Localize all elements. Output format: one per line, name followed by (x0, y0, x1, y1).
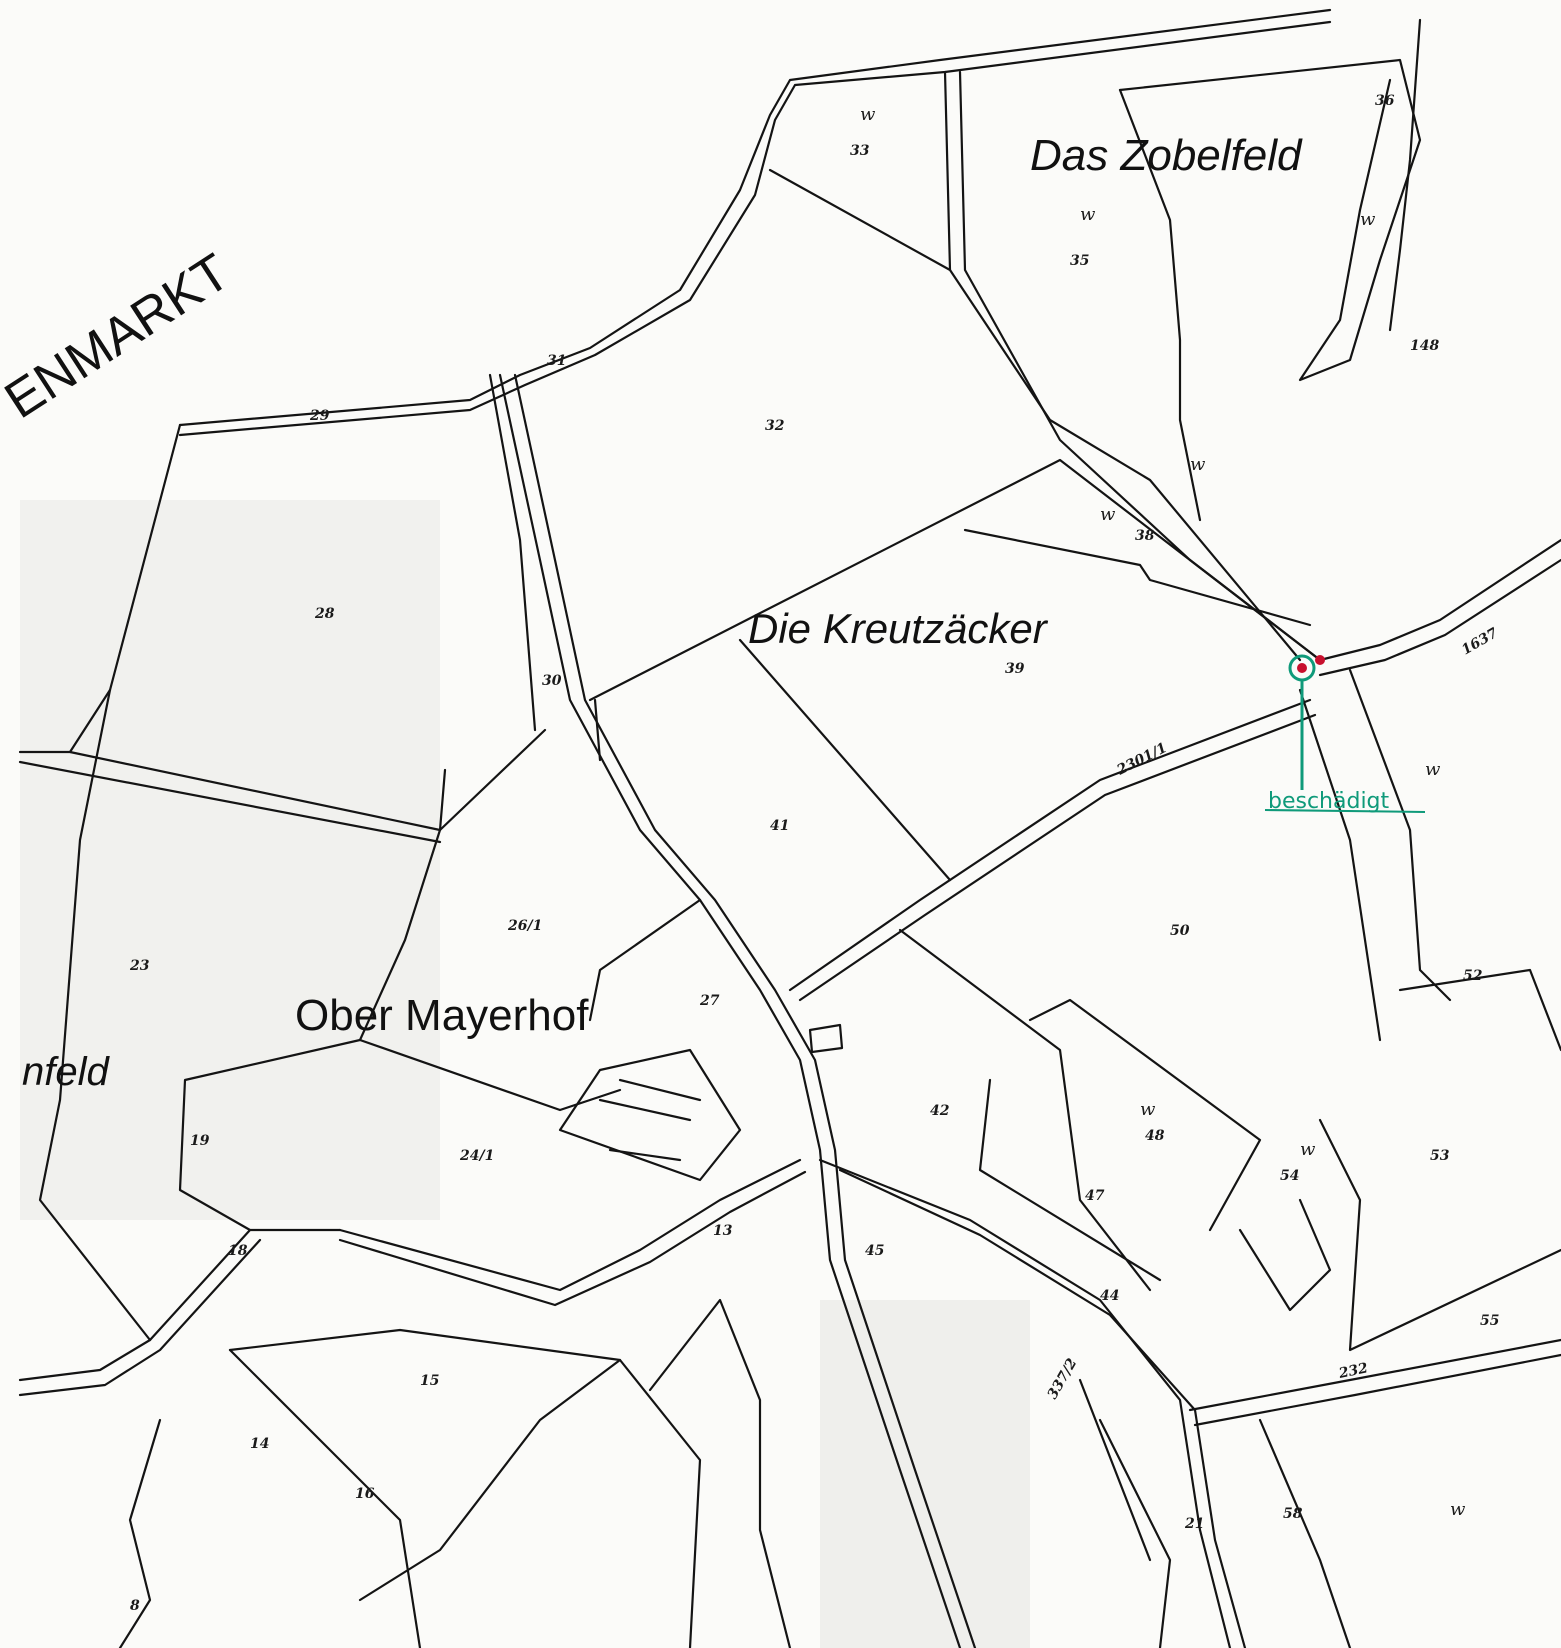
field-symbol: w (1300, 1139, 1316, 1160)
region-label-markt: ENMARKT (0, 243, 240, 430)
parcel-number: 27 (699, 993, 720, 1009)
parcel-number: 21 (1184, 1516, 1204, 1532)
parcel-number: 52 (1463, 968, 1483, 984)
parcel-number: 39 (1005, 661, 1025, 677)
faded-scan-area (20, 500, 440, 1220)
parcel-number: 148 (1410, 338, 1439, 354)
parcel-number: 53 (1430, 1148, 1450, 1164)
parcel-number: 8 (130, 1598, 140, 1614)
parcel-number: 54 (1280, 1168, 1299, 1184)
parcel-number: 38 (1135, 528, 1155, 544)
parcel-number: 33 (850, 143, 870, 159)
parcel-number: 42 (930, 1103, 950, 1119)
parcel-number: 44 (1100, 1288, 1119, 1304)
parcel-number: 48 (1145, 1128, 1165, 1144)
parcel-number: 23 (129, 958, 150, 974)
field-symbol: w (1100, 504, 1116, 525)
region-label-feld: nfeld (22, 1050, 110, 1094)
region-label-kreutzaecker: Die Kreutzäcker (748, 605, 1049, 652)
road-number: 232 (1337, 1360, 1370, 1382)
parcel-number: 36 (1375, 93, 1395, 109)
parcel-number: 13 (713, 1223, 733, 1239)
parcel-number: 28 (314, 606, 335, 622)
road-number: 2301/1 (1114, 740, 1170, 779)
parcel-number: 14 (250, 1436, 269, 1452)
parcel-number: 18 (228, 1243, 248, 1259)
parcel-boundaries (18, 8, 1561, 1648)
field-symbol: w (1080, 204, 1096, 225)
field-symbol: w (1140, 1099, 1156, 1120)
parcel-number: 29 (309, 408, 330, 424)
faded-scan-area (820, 1300, 1030, 1648)
region-label-zobelfeld: Das Zobelfeld (1030, 131, 1303, 180)
parcel-number: 55 (1480, 1313, 1499, 1329)
field-symbol: w (860, 104, 876, 125)
parcel-number: 32 (765, 418, 785, 434)
region-label-obermayerhof: Ober Mayerhof (295, 991, 589, 1040)
parcel-number: 47 (1085, 1188, 1105, 1204)
field-symbol: w (1450, 1499, 1466, 1520)
field-symbol: w (1190, 454, 1206, 475)
parcel-number: 58 (1283, 1506, 1303, 1522)
damage-annotation: beschädigt (1268, 789, 1390, 814)
parcel-number: 16 (355, 1486, 375, 1502)
parcel-number: 35 (1070, 253, 1089, 269)
parcel-number: 19 (190, 1133, 210, 1149)
parcel-number: 15 (420, 1373, 439, 1389)
parcel-number: 24/1 (459, 1148, 494, 1164)
parcel-number: 45 (865, 1243, 884, 1259)
parcel-number: 41 (770, 818, 789, 834)
field-symbol: w (1360, 209, 1376, 230)
road-number: 337/2 (1045, 1356, 1081, 1402)
parcel-number: 31 (547, 353, 566, 369)
parcel-number: 30 (542, 673, 562, 689)
field-symbol: w (1425, 759, 1441, 780)
parcel-number: 26/1 (507, 918, 542, 934)
road-number: 1637 (1459, 625, 1501, 658)
parcel-number: 50 (1170, 923, 1190, 939)
damage-marker[interactable] (1264, 654, 1426, 813)
